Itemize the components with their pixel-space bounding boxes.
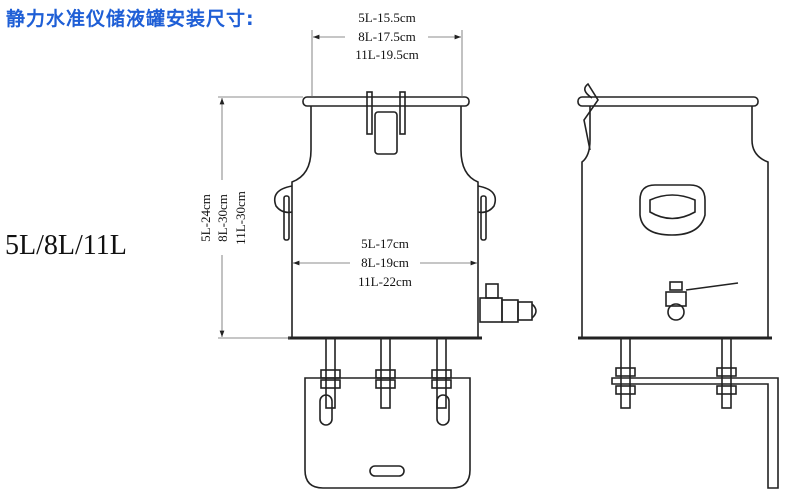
top-diameter-dimension: 5L-15.5cm 8L-17.5cm 11L-19.5cm [311, 10, 463, 97]
front-view-tank [273, 91, 537, 489]
body-diameter-5l: 5L-17cm [361, 236, 409, 251]
height-dimension: 5L-24cm 8L-30cm 11L-30cm [198, 96, 303, 339]
top-diameter-11l: 11L-19.5cm [355, 47, 418, 62]
height-11l: 11L-30cm [233, 191, 248, 245]
height-8l: 8L-30cm [215, 194, 230, 242]
body-diameter-dimension: 5L-17cm 8L-19cm 11L-22cm [293, 236, 477, 289]
model-sizes-label: 5L/8L/11L [5, 230, 127, 261]
height-5l: 5L-24cm [198, 194, 213, 242]
body-diameter-11l: 11L-22cm [358, 274, 412, 289]
side-view-tank [577, 82, 779, 489]
page-title: 静力水准仪储液罐安装尺寸: [6, 8, 255, 30]
body-diameter-8l: 8L-19cm [361, 255, 409, 270]
top-diameter-8l: 8L-17.5cm [358, 29, 415, 44]
top-diameter-5l: 5L-15.5cm [358, 10, 415, 25]
